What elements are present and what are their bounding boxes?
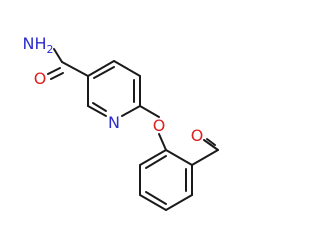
atom-label-pyridine-nitrogen: N bbox=[108, 113, 120, 132]
bond-pyr-2 bbox=[113, 60, 141, 77]
structure-canvas: NH2 O N O O bbox=[22, 34, 219, 211]
bond-bz-6-inner bbox=[145, 155, 167, 169]
bond-bz-3 bbox=[165, 194, 193, 211]
bond-c-o-double-a bbox=[47, 67, 61, 75]
bond-bz-4-inner bbox=[145, 191, 167, 205]
bond-bz-1 bbox=[165, 149, 193, 166]
bond-pyr-4 bbox=[121, 105, 141, 117]
molecule-diagram: NH2 O N O O bbox=[23, 34, 219, 211]
atom-label-ether-oxygen: O bbox=[153, 116, 166, 135]
bond-cho-double-b bbox=[206, 138, 216, 146]
bond-o-ether-benzene bbox=[158, 133, 167, 151]
bond-ring-o-ether bbox=[139, 105, 160, 118]
bond-c-nh2 bbox=[53, 48, 63, 63]
bond-pyr-5-inner bbox=[92, 102, 107, 112]
bond-amide-ring bbox=[61, 61, 89, 77]
bond-pyr-5 bbox=[87, 105, 107, 117]
bond-bz-cho bbox=[191, 149, 219, 166]
bond-c-o-double-b bbox=[50, 72, 64, 80]
atom-label-aldehyde-oxygen: O bbox=[191, 126, 204, 145]
atom-label-amide-oxygen: O bbox=[34, 69, 47, 88]
bond-pyr-1 bbox=[87, 60, 115, 77]
bond-cho-double-a bbox=[203, 139, 219, 151]
atom-label-nh2: NH2 bbox=[23, 34, 54, 56]
bond-pyr-1-inner bbox=[93, 66, 115, 79]
bond-bz-4 bbox=[139, 194, 167, 211]
bond-bz-6 bbox=[139, 149, 167, 166]
